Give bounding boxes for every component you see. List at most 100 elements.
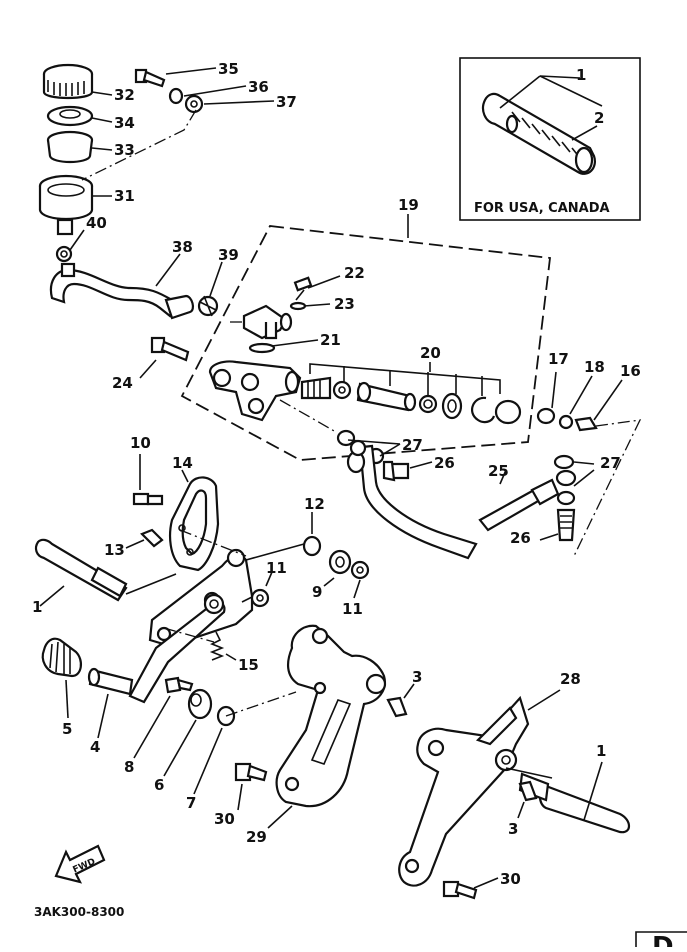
callout-23: 23 bbox=[334, 295, 355, 313]
callout-12: 12 bbox=[304, 495, 325, 513]
callout-18: 18 bbox=[584, 358, 605, 376]
callout-38: 38 bbox=[172, 238, 193, 256]
callout-36: 36 bbox=[248, 78, 269, 96]
callout-5: 5 bbox=[62, 720, 72, 738]
callout-13: 13 bbox=[104, 541, 125, 559]
reservoir-cap bbox=[42, 63, 94, 100]
reservoir-diaphragm bbox=[46, 130, 94, 164]
o-ring-21 bbox=[248, 342, 276, 354]
bolt-8 bbox=[164, 676, 194, 694]
fwd-arrow-icon: FWD bbox=[54, 844, 106, 884]
footrest-1-right bbox=[518, 772, 631, 834]
copper-washer-27-lower bbox=[553, 454, 577, 506]
callout-22: 22 bbox=[344, 264, 365, 282]
inset-footrest-rubber bbox=[481, 92, 596, 175]
callout-39: 39 bbox=[218, 246, 239, 264]
callout-25: 25 bbox=[488, 462, 509, 480]
bolt-16 bbox=[574, 416, 598, 432]
callout-30-right: 30 bbox=[500, 870, 521, 888]
callout-9: 9 bbox=[312, 583, 322, 601]
hose-clamp-40 bbox=[55, 245, 73, 263]
o-ring-23 bbox=[289, 301, 307, 311]
bushing-9 bbox=[328, 549, 352, 575]
inset-label: FOR USA, CANADA bbox=[474, 201, 610, 216]
bolt-3-upper bbox=[386, 696, 408, 718]
reservoir-body bbox=[38, 174, 94, 236]
bolt-10 bbox=[132, 492, 164, 506]
callout-11-right: 11 bbox=[342, 600, 363, 618]
pedal-pin-4 bbox=[87, 667, 134, 696]
bushing-6 bbox=[187, 688, 213, 720]
callout-29: 29 bbox=[246, 828, 267, 846]
collar-12 bbox=[302, 535, 322, 557]
callout-8: 8 bbox=[124, 758, 134, 776]
callout-40: 40 bbox=[86, 214, 107, 232]
callout-27-upper: 27 bbox=[402, 436, 423, 454]
hose-joint-fitting bbox=[242, 304, 293, 340]
page-letter-tab: D bbox=[635, 931, 687, 952]
screw-22 bbox=[293, 276, 313, 301]
callout-27-lower: 27 bbox=[600, 454, 621, 472]
master-cylinder-body bbox=[208, 360, 302, 422]
callout-35: 35 bbox=[218, 60, 239, 78]
bolt-13 bbox=[140, 528, 164, 548]
callout-21: 21 bbox=[320, 331, 341, 349]
piston-kit-20 bbox=[300, 362, 522, 425]
page-letter: D bbox=[652, 932, 674, 947]
callout-19: 19 bbox=[398, 196, 419, 214]
callout-7: 7 bbox=[186, 794, 196, 812]
footrest-1-left bbox=[34, 538, 128, 602]
inset-box: 1 2 FOR USA, CANADA bbox=[459, 57, 641, 221]
callout-1-right: 1 bbox=[596, 742, 606, 760]
nut-11-right bbox=[350, 560, 370, 580]
callout-28: 28 bbox=[560, 670, 581, 688]
nut-11-left bbox=[250, 588, 270, 608]
callout-6: 6 bbox=[154, 776, 164, 794]
callout-3-lower: 3 bbox=[508, 820, 518, 838]
callout-4: 4 bbox=[90, 738, 100, 756]
callout-31: 31 bbox=[114, 187, 135, 205]
callout-11-left: 11 bbox=[266, 559, 287, 577]
footrest-bracket-28 bbox=[398, 695, 530, 887]
hose-clamp-39 bbox=[197, 295, 219, 317]
callout-20: 20 bbox=[420, 344, 441, 362]
master-cylinder-kit-19: 19 bbox=[180, 196, 552, 461]
heel-guard-14 bbox=[169, 476, 220, 572]
washer-18 bbox=[558, 414, 574, 430]
callout-33: 33 bbox=[114, 141, 135, 159]
callout-30-left: 30 bbox=[214, 810, 235, 828]
bracket-29 bbox=[275, 624, 387, 808]
bolt-30-lower-right bbox=[442, 880, 478, 900]
callout-17: 17 bbox=[548, 350, 569, 368]
washer-36 bbox=[168, 87, 184, 105]
callout-1-left: 1 bbox=[32, 598, 42, 616]
spring-15 bbox=[209, 631, 225, 661]
pedal-rubber-5 bbox=[41, 637, 82, 678]
callout-24: 24 bbox=[112, 374, 133, 392]
callout-26-upper: 26 bbox=[434, 454, 455, 472]
callout-3-upper: 3 bbox=[412, 668, 422, 686]
part-code: 3AK300-8300 bbox=[34, 905, 124, 919]
bushing-37 bbox=[184, 94, 204, 114]
bolt-35 bbox=[134, 68, 166, 88]
callout-32: 32 bbox=[114, 86, 135, 104]
bolt-24 bbox=[150, 336, 190, 362]
brake-hose-25 bbox=[346, 439, 560, 560]
reservoir-plate bbox=[46, 105, 94, 127]
bolt-3-lower bbox=[518, 780, 538, 802]
banjo-bolt-cup-17 bbox=[536, 407, 556, 425]
callout-14: 14 bbox=[172, 454, 193, 472]
union-bolt-26-lower bbox=[556, 508, 576, 542]
callout-15: 15 bbox=[238, 656, 259, 674]
callout-34: 34 bbox=[114, 114, 135, 132]
bolt-30-lower-left bbox=[234, 762, 268, 782]
callout-10: 10 bbox=[130, 434, 151, 452]
callout-16: 16 bbox=[620, 362, 641, 380]
callout-2: 2 bbox=[594, 109, 604, 127]
union-bolt-26-upper bbox=[382, 460, 410, 482]
callout-37: 37 bbox=[276, 93, 297, 111]
reservoir-hose bbox=[49, 262, 195, 320]
callout-26-lower: 26 bbox=[510, 529, 531, 547]
callout-1-inset: 1 bbox=[576, 66, 586, 84]
